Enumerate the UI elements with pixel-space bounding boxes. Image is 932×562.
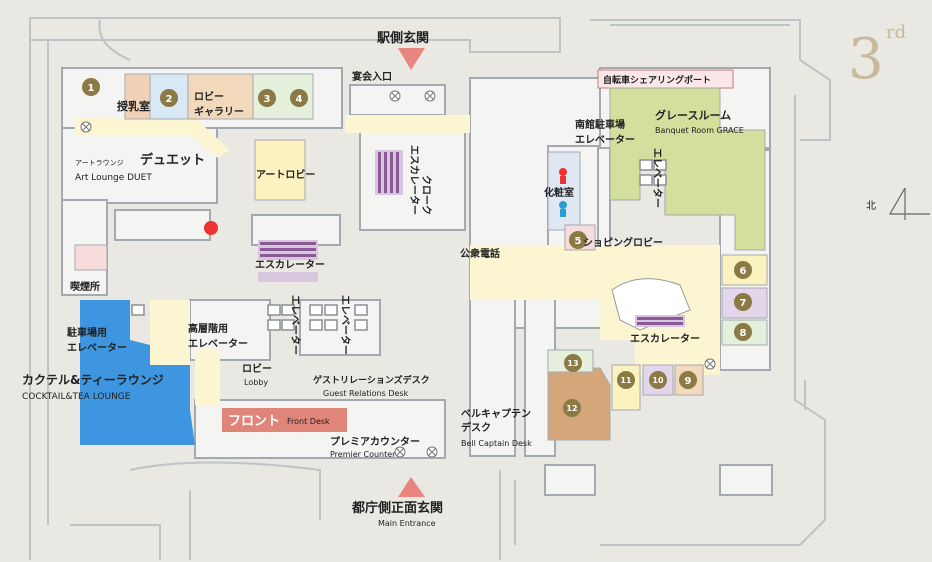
female-restroom-icon [559,168,567,176]
south-parking-label-1: 南館駐車場 [575,118,625,131]
current-location-icon [204,221,218,235]
marker-9: 9 [685,376,692,387]
parking-elevator-label-2: エレベーター [67,342,127,354]
shopping-lobby-label: ショピングロビー [583,236,663,249]
nursing-room-label: 授乳室 [117,99,150,113]
elevator-c-label: エレベーター [651,148,663,208]
art-lounge-prefix: アートラウンジ [75,159,124,167]
highrise-elevator-label-1: 高層階用 [188,322,228,335]
marker-5: 5 [575,236,582,247]
elevator-b-label: エレベーター [339,295,351,355]
front-desk-area [222,408,347,432]
cocktail-lounge [80,300,195,445]
lobby-label-en: Lobby [244,378,268,387]
marker-1: 1 [88,83,95,94]
nursing-room [124,73,151,120]
public-phone-label: 公衆電話 [460,247,500,260]
parking-elevator-label-1: 駐車場用 [67,326,107,339]
elevator-a-label: エレベーター [289,295,301,355]
floor-suffix: rd [886,22,906,43]
banquet-entrance-label: 宴会入口 [352,70,392,83]
restroom-label: 化粧室 [544,186,574,199]
art-lobby-room [254,139,306,201]
bell-captain-label-1: ベルキャプテン [461,407,531,420]
station-entrance-label: 駅側玄関 [376,30,429,46]
lobby-gallery-label-2: ギャラリー [194,105,244,118]
escalator-top-label: エスカレーター [408,145,420,215]
bike-share-label: 自転車シェアリングポート [603,74,711,86]
marker-11: 11 [620,376,632,385]
marker-4: 4 [296,94,303,105]
door-icons [80,90,716,458]
marker-6: 6 [740,266,747,277]
cocktail-lounge-label-jp: カクテル&ティーラウンジ [22,373,164,387]
marker-13: 13 [567,359,578,368]
main-entrance-label-en: Main Entrance [378,519,436,528]
main-entrance-arrow-icon [398,477,425,497]
art-lounge-en: Art Lounge DUET [75,173,152,183]
marker-10: 10 [652,376,664,385]
front-desk-label-jp: フロント [228,414,280,429]
marker-3: 3 [264,94,271,105]
grace-room-label-jp: グレースルーム [655,108,731,122]
grace-room [609,87,766,251]
marker-2: 2 [166,94,173,105]
smoking-label: 喫煙所 [70,280,100,293]
smoking-room [74,244,108,271]
compass-label: 北 [866,200,876,212]
station-entrance-arrow-icon [398,48,425,70]
highrise-elevator-label-2: エレベーター [188,338,248,350]
marker-12: 12 [566,404,577,413]
premier-counter-label-en: Premier Counter [330,450,396,459]
escalator-mid-label: エスカレーター [255,259,325,271]
guest-relations-label-jp: ゲストリレーションズデスク [313,374,430,386]
art-lounge-name: デュエット [140,152,205,168]
male-restroom-icon [559,201,567,209]
north-arrow-icon [888,187,930,220]
lobby-gallery-label-1: ロビー [194,90,224,103]
labels: 駅側玄関 宴会入口 授乳室 ロビー ギャラリー アートラウンジ デュエット Ar… [22,30,744,528]
bell-captain-label-2: デスク [461,421,491,434]
art-lobby-label: アートロビー [256,168,315,181]
guest-relations-label-en: Guest Relations Desk [323,389,409,398]
south-parking-label-2: エレベーター [575,134,635,146]
vertical-labels: エスカレーター クローク エレベーター エレベーター エレベーター [289,145,663,355]
marker-7: 7 [740,298,747,309]
grace-room-label-en: Banquet Room GRACE [655,126,744,135]
lobby-label-jp: ロビー [242,362,272,375]
front-desk-label-en: Front Desk [287,417,330,426]
elevators [131,159,667,331]
escalators [258,150,691,331]
premier-counter-label-jp: プレミアカウンター [330,435,420,448]
cocktail-lounge-label-en: COCKTAIL&TEA LOUNGE [22,392,131,402]
markers: 1 2 3 4 5 6 7 8 9 10 11 12 13 [82,78,752,417]
bell-captain-label-en: Bell Captain Desk [461,439,532,448]
cloak-label: クローク [420,175,432,215]
marker-8: 8 [740,328,747,339]
main-entrance-label-jp: 都庁側正面玄関 [351,500,443,516]
escalator-right-label: エスカレーター [630,333,700,345]
floor-number: 3 [848,27,884,92]
